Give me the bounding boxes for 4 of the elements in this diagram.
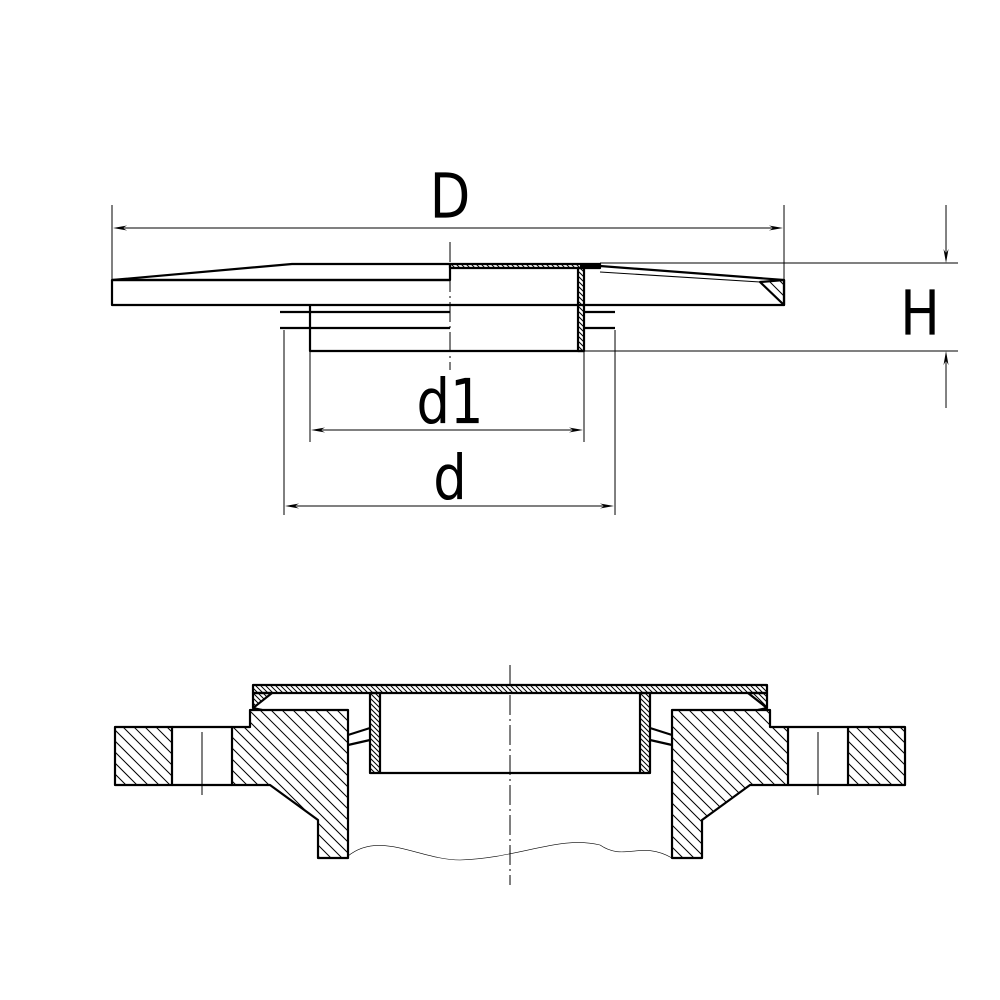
dimension-label: D <box>434 172 468 218</box>
dimension-label: d1 <box>419 376 479 424</box>
dimension-label: H <box>905 289 935 335</box>
dimension-label: d <box>436 452 462 500</box>
